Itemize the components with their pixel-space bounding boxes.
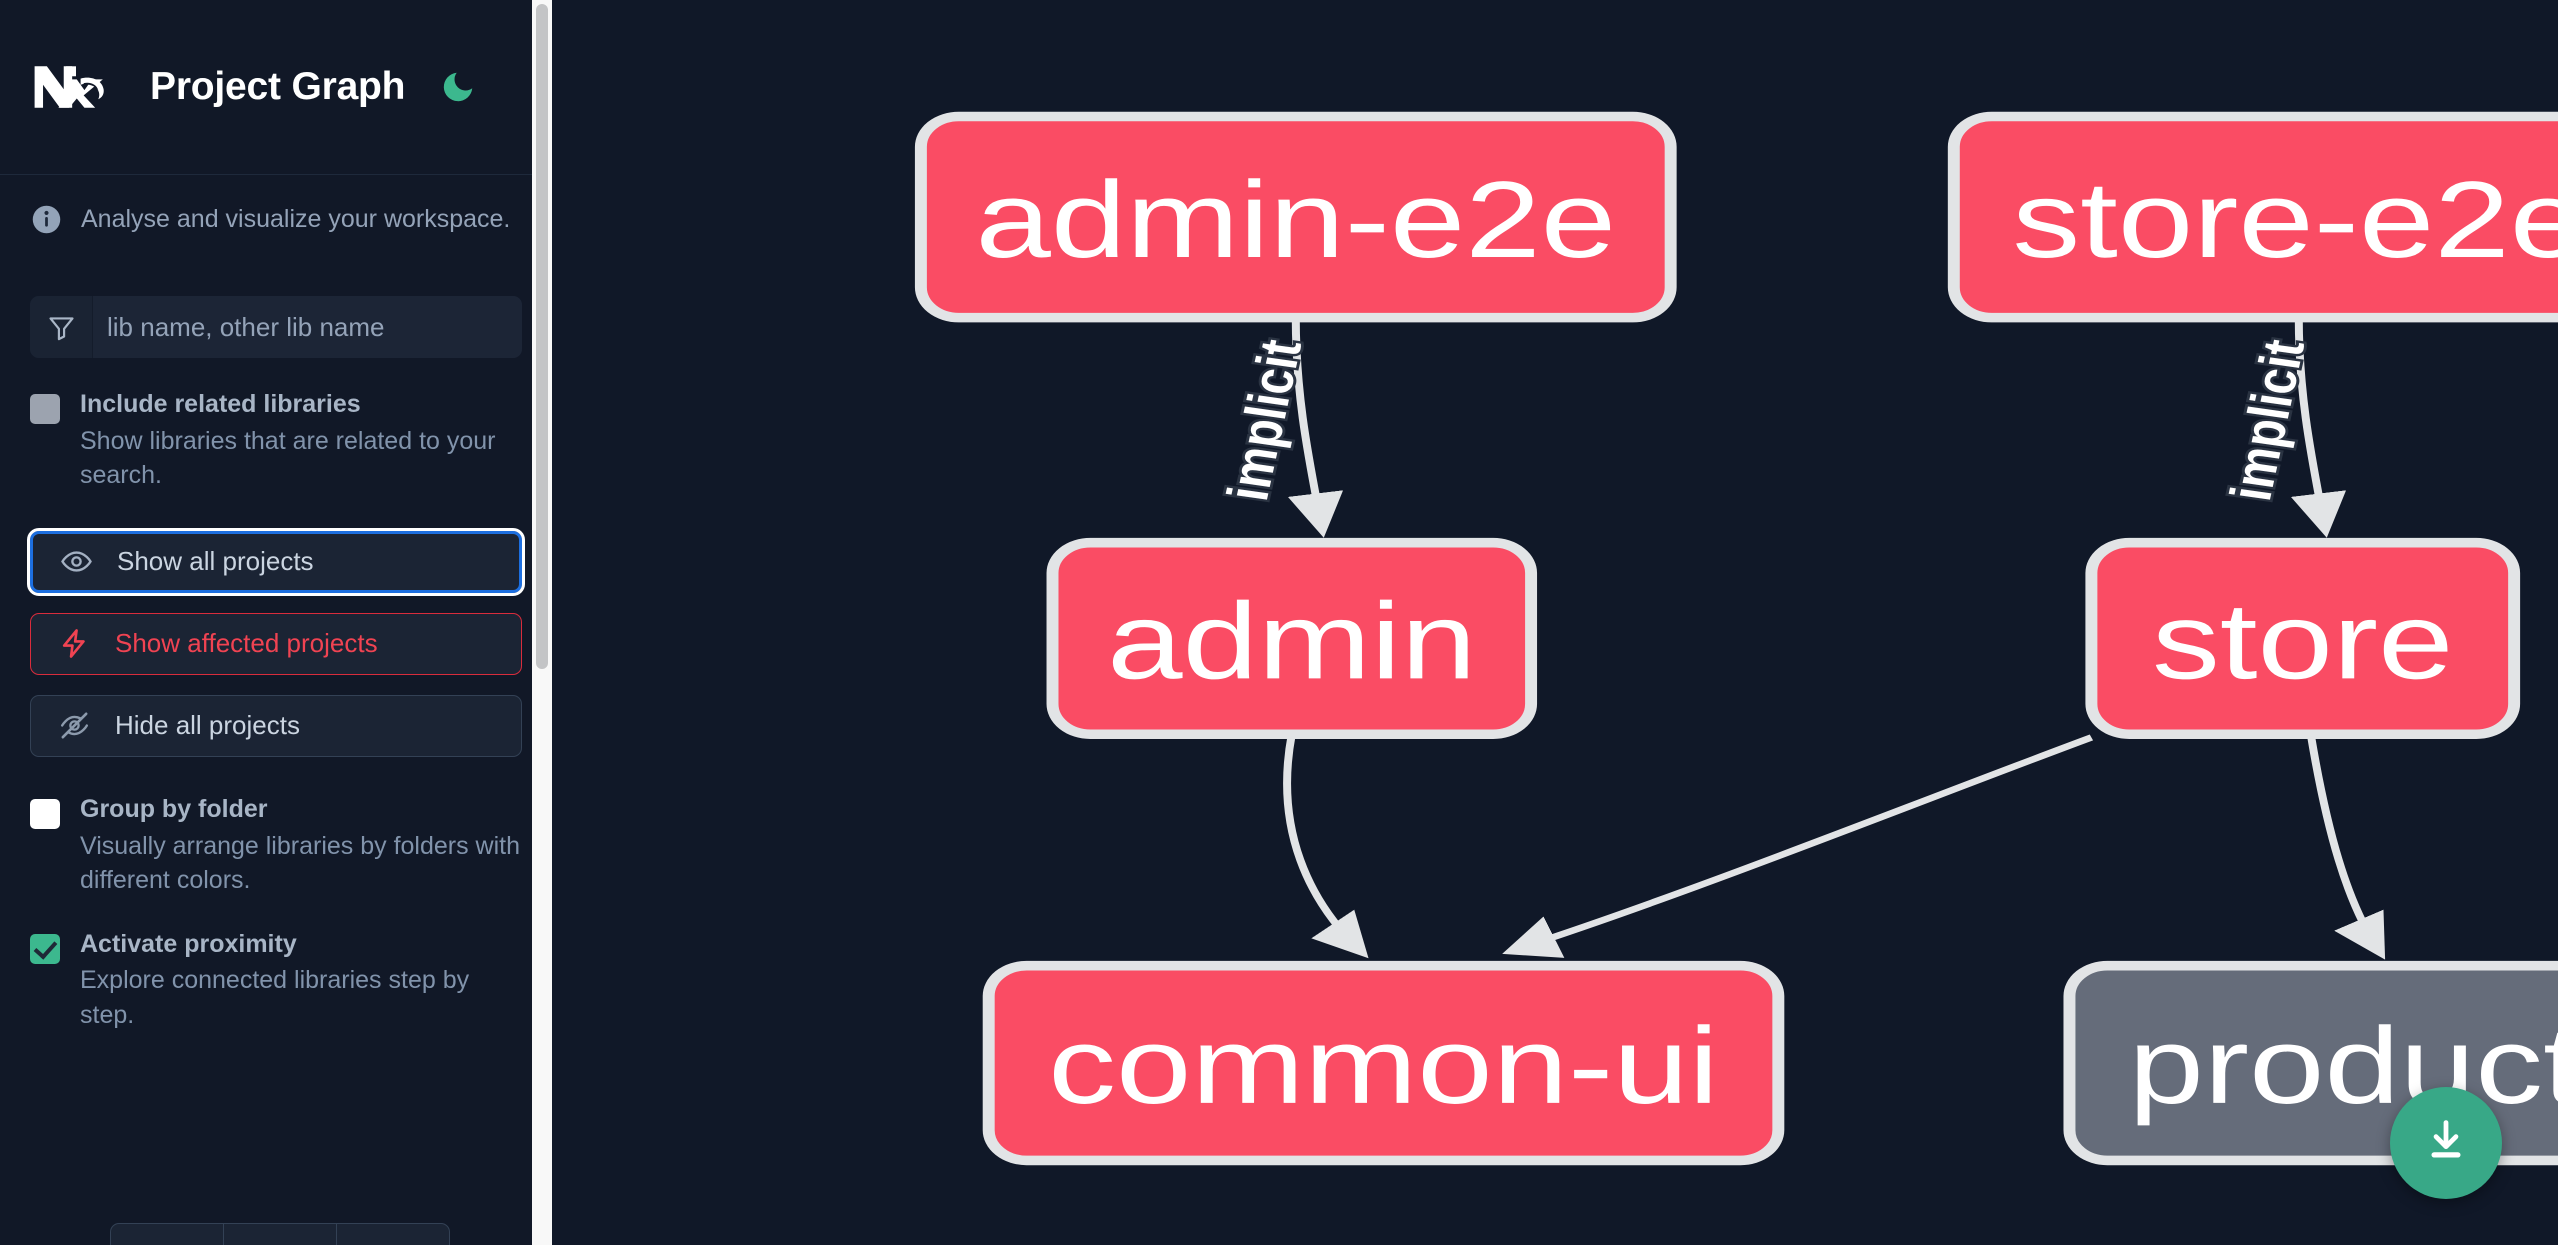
graph-canvas[interactable]: implicit implicit admin-e2e store-e2e ad… — [552, 0, 2558, 1245]
node-shape[interactable] — [914, 111, 1677, 323]
tagline: Analyse and visualize your workspace. — [30, 175, 522, 263]
show-affected-projects-button[interactable]: Show affected projects — [30, 612, 522, 675]
node-label: store — [2152, 581, 2453, 702]
node-shape[interactable] — [982, 960, 1785, 1166]
checkbox-box[interactable] — [30, 933, 60, 964]
proximity-step-control[interactable] — [110, 1223, 450, 1245]
download-graph-button[interactable] — [2390, 1087, 2502, 1199]
graph-node-store[interactable]: store — [2085, 537, 2521, 740]
hide-all-projects-button[interactable]: Hide all projects — [30, 694, 522, 757]
sidebar: Project Graph Analyse and visualize your… — [0, 0, 552, 1245]
edge-admin-e2e-to-admin — [1287, 317, 1344, 538]
edge-admin-to-common-ui — [1283, 733, 1369, 959]
graph-node-store-e2e[interactable]: store-e2e — [1947, 111, 2558, 323]
button-label: Show affected projects — [115, 628, 378, 659]
checkbox-description: Explore connected libraries step by step… — [80, 966, 470, 1029]
edge-store-e2e-to-store — [2290, 317, 2347, 538]
show-all-projects-button[interactable]: Show all projects — [27, 527, 525, 596]
info-icon — [30, 203, 63, 236]
graph-node-common-ui[interactable]: common-ui — [982, 960, 1785, 1166]
checkbox-label: Activate proximity — [80, 929, 297, 958]
sidebar-scrollbar-thumb[interactable] — [536, 4, 548, 669]
eye-slash-icon — [57, 709, 91, 743]
checkbox-box[interactable] — [30, 394, 60, 424]
project-visibility-buttons: Show all projects Show affected projects — [27, 527, 525, 757]
graph-edges — [1283, 317, 2386, 960]
checkbox-description: Show libraries that are related to your … — [80, 426, 496, 490]
moon-icon[interactable] — [437, 66, 479, 108]
node-shape[interactable] — [2085, 537, 2521, 740]
app-title: Project Graph — [150, 65, 406, 108]
edge-store-to-common-ui — [1502, 734, 2094, 958]
graph-nodes: admin-e2e store-e2e admin store common-u — [914, 111, 2558, 1166]
checkbox-include-related-libraries[interactable]: Include related libraries Show libraries… — [30, 388, 522, 493]
edge-store-to-products — [2306, 733, 2386, 960]
graph-node-admin-e2e[interactable]: admin-e2e — [914, 111, 1677, 323]
eye-icon — [59, 545, 93, 579]
node-label: products — [2129, 1006, 2558, 1127]
sidebar-body: Analyse and visualize your workspace. In… — [0, 175, 552, 1032]
download-icon — [2420, 1115, 2472, 1172]
checkbox-activate-proximity[interactable]: Activate proximity Explore connected lib… — [30, 928, 522, 1033]
node-label: admin-e2e — [975, 160, 1616, 281]
search-input[interactable] — [93, 296, 522, 358]
button-label: Show all projects — [117, 546, 314, 577]
sidebar-header: Project Graph — [0, 0, 552, 175]
sidebar-scrollbar-track[interactable] — [532, 0, 552, 1245]
proximity-step-value[interactable] — [224, 1224, 337, 1245]
checkbox-label: Include related libraries — [80, 390, 361, 418]
proximity-step-decrease[interactable] — [111, 1224, 224, 1245]
node-label: store-e2e — [2012, 160, 2558, 281]
graph-node-admin[interactable]: admin — [1046, 537, 1538, 740]
node-label: common-ui — [1048, 1006, 1719, 1127]
graph-edge-labels: implicit implicit — [1214, 333, 2321, 507]
checkbox-label: Group by folder — [80, 794, 268, 823]
funnel-icon — [30, 296, 93, 358]
filter-row — [30, 296, 522, 358]
tagline-text: Analyse and visualize your workspace. — [81, 204, 511, 233]
node-shape[interactable] — [1947, 111, 2558, 323]
node-shape[interactable] — [1046, 537, 1538, 740]
checkbox-group-by-folder[interactable]: Group by folder Visually arrange librari… — [30, 793, 522, 898]
button-label: Hide all projects — [115, 710, 300, 741]
checkbox-description: Visually arrange libraries by folders wi… — [80, 831, 521, 895]
node-label: admin — [1107, 581, 1476, 702]
nx-logo-icon — [30, 59, 122, 115]
checkbox-box[interactable] — [30, 798, 60, 829]
lightning-bolt-icon — [57, 627, 91, 661]
proximity-step-increase[interactable] — [337, 1224, 449, 1245]
